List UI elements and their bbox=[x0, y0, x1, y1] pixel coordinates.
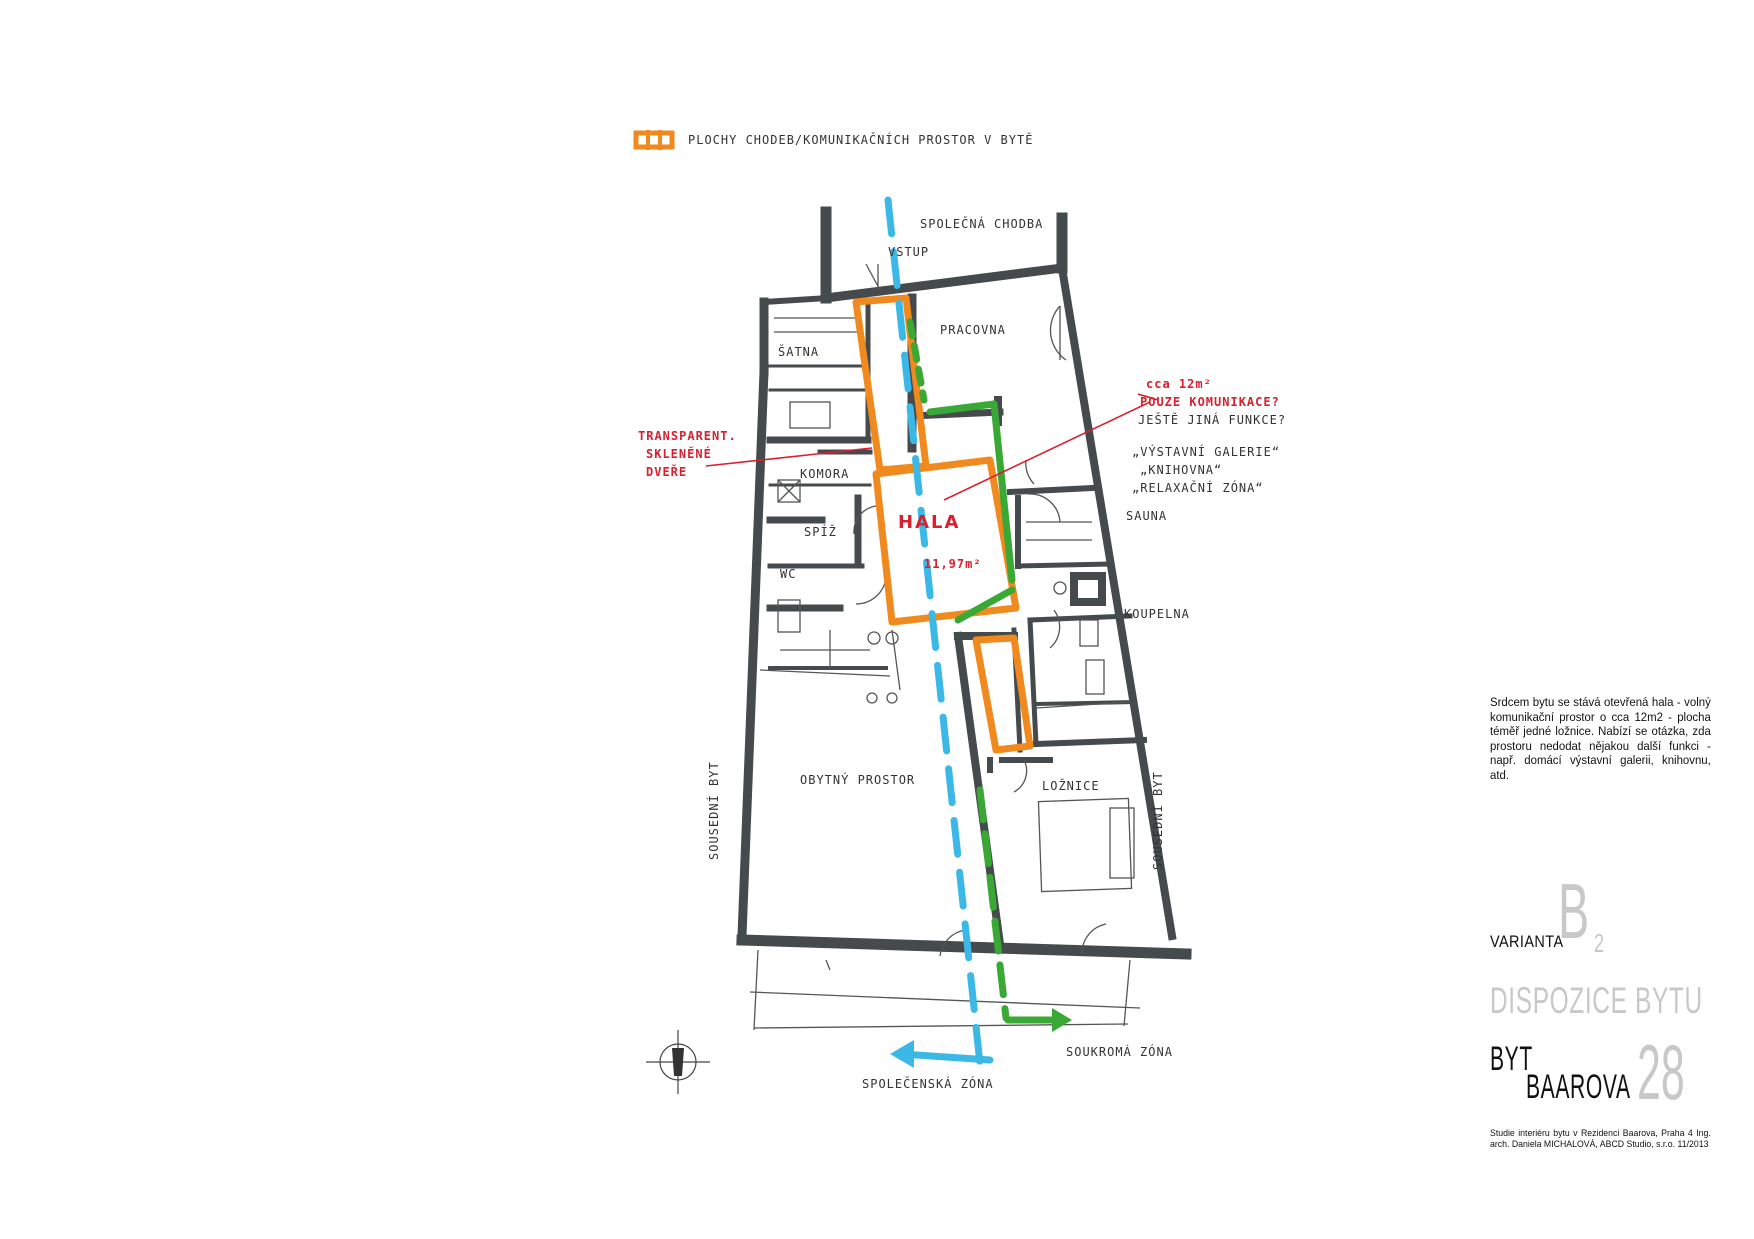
annotation-pointers bbox=[705, 393, 1159, 501]
description-panel: Srdcem bytu se stává otevřená hala - vol… bbox=[1490, 695, 1712, 783]
annotation-idea-2: „KNIHOVNA“ bbox=[1140, 463, 1222, 477]
annotations: TRANSPARENT. SKLENĚNÉ DVEŘE cca 12m² POU… bbox=[638, 377, 1286, 495]
furniture bbox=[749, 263, 1141, 1031]
circulation-zones bbox=[852, 294, 1034, 754]
legend: PLOCHY CHODEB/KOMUNIKAČNÍCH PROSTOR V BY… bbox=[633, 130, 1033, 150]
variant-subscript: 2 bbox=[1594, 928, 1605, 958]
label-spolecna-chodba: SPOLEČNÁ CHODBA bbox=[920, 216, 1043, 231]
label-obytny-prostor: OBYTNÝ PROSTOR bbox=[800, 772, 915, 787]
credit-text: Studie interiéru bytu v Rezidenci Baarov… bbox=[1490, 1128, 1711, 1150]
variant-heading: VARIANTA B 2 bbox=[1490, 870, 1720, 960]
social-axis bbox=[884, 196, 994, 1068]
annotation-transparent-2: SKLENĚNÉ bbox=[646, 446, 712, 461]
label-hala-area: 11,97m² bbox=[924, 557, 982, 571]
brand-number: 28 bbox=[1637, 1028, 1685, 1116]
bedroom-corridor-zone bbox=[972, 634, 1034, 754]
annotation-idea-1: „VÝSTAVNÍ GALERIE“ bbox=[1132, 444, 1280, 459]
subtitle: DISPOZICE BYTU bbox=[1490, 980, 1703, 1021]
brand-line-2: BAAROVA bbox=[1526, 1068, 1631, 1106]
annotation-transparent-3: DVEŘE bbox=[646, 464, 687, 479]
annotation-area-2: POUZE KOMUNIKACE? bbox=[1140, 395, 1280, 409]
label-komora: KOMORA bbox=[800, 467, 849, 481]
label-koupelna: KOUPELNA bbox=[1124, 607, 1190, 621]
private-axis bbox=[906, 318, 1072, 1032]
label-pracovna: PRACOVNA bbox=[940, 323, 1006, 337]
annotation-transparent-1: TRANSPARENT. bbox=[638, 429, 737, 443]
annotation-idea-3: „RELAXAČNÍ ZÓNA“ bbox=[1132, 480, 1264, 495]
legend-swatch bbox=[633, 130, 675, 150]
label-loznice: LOŽNICE bbox=[1042, 778, 1100, 793]
brand-line-1: BYT bbox=[1490, 1040, 1533, 1078]
north-arrow-icon bbox=[646, 1030, 710, 1094]
label-satna: ŠATNA bbox=[778, 344, 819, 359]
annotation-area-3: JEŠTĚ JINÁ FUNKCE? bbox=[1138, 412, 1286, 427]
variant-label: VARIANTA bbox=[1490, 932, 1564, 951]
label-soukroma-zona: SOUKROMÁ ZÓNA bbox=[1066, 1044, 1173, 1059]
label-sousedni-byt-right: SOUSEDNÍ BYT bbox=[1150, 771, 1165, 870]
label-spolecenska-zona: SPOLEČENSKÁ ZÓNA bbox=[862, 1076, 994, 1091]
label-sauna: SAUNA bbox=[1126, 509, 1167, 523]
legend-label: PLOCHY CHODEB/KOMUNIKAČNÍCH PROSTOR V BY… bbox=[688, 132, 1033, 147]
hala-zone bbox=[872, 456, 1020, 626]
label-vstup: VSTUP bbox=[888, 245, 929, 259]
label-wc: WC bbox=[780, 567, 796, 581]
room-labels: SPOLEČNÁ CHODBA VSTUP ŠATNA PRACOVNA KOM… bbox=[706, 216, 1190, 1091]
variant-letter: B bbox=[1558, 867, 1590, 955]
annotation-area-1: cca 12m² bbox=[1146, 377, 1212, 391]
description-text: Srdcem bytu se stává otevřená hala - vol… bbox=[1490, 695, 1711, 782]
label-hala: HALA bbox=[898, 512, 960, 533]
brand-logo: BYT BAAROVA 28 bbox=[1490, 1033, 1720, 1130]
label-spiz: SPÍŽ bbox=[804, 524, 837, 539]
label-sousedni-byt-left: SOUSEDNÍ BYT bbox=[706, 761, 721, 860]
